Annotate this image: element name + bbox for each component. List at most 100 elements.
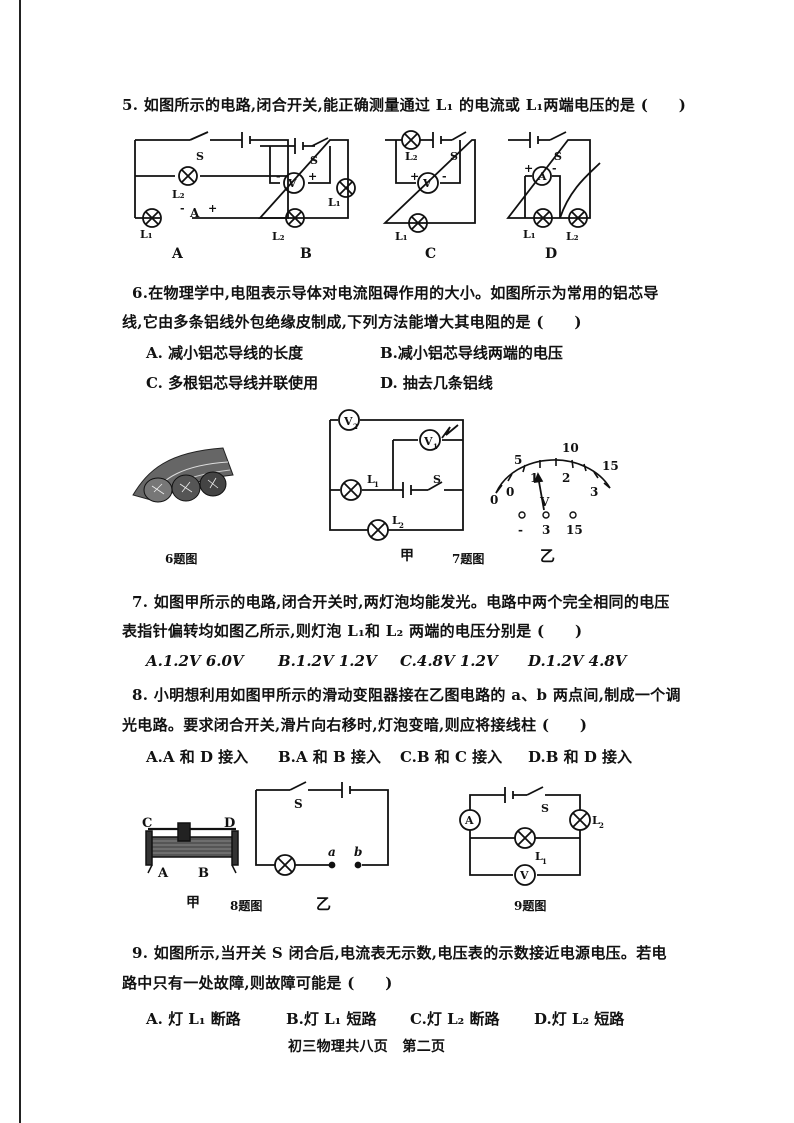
svg-text:V: V bbox=[422, 177, 432, 190]
svg-text:L₁: L₁ bbox=[523, 228, 536, 241]
point-a-label: a bbox=[328, 845, 336, 859]
q8-label-yi: 乙 bbox=[316, 895, 332, 913]
svg-text:-: - bbox=[552, 162, 557, 175]
q7-stem-line1: 7. 如图甲所示的电路,闭合开关时,两灯泡均能发光。电路中两个完全相同的电压 bbox=[132, 593, 670, 611]
q7-stem-line2: 表指针偏转均如图乙所示,则灯泡 L₁和 L₂ 两端的电压分别是 ( ) bbox=[122, 622, 583, 640]
q7-label-jia: 甲 bbox=[400, 548, 414, 564]
q8-stem-line2: 光电路。要求闭合开关,滑片向右移时,灯泡变暗,则应将接线柱 ( ) bbox=[122, 716, 588, 734]
q7-caption: 7题图 bbox=[452, 552, 485, 566]
terminal-c: C bbox=[142, 816, 152, 831]
svg-text:V: V bbox=[519, 869, 529, 882]
q9-option-d: D.灯 L₂ 短路 bbox=[534, 1010, 625, 1028]
terminal-15: 15 bbox=[566, 523, 583, 537]
q6-option-c: C. 多根铝芯导线并联使用 bbox=[146, 374, 319, 392]
svg-text:S: S bbox=[554, 150, 562, 163]
svg-text:1: 1 bbox=[542, 857, 547, 866]
aluminum-cable-image bbox=[132, 447, 234, 503]
svg-text:1: 1 bbox=[374, 480, 379, 489]
svg-text:L₁: L₁ bbox=[328, 196, 341, 209]
svg-text:+: + bbox=[410, 170, 419, 183]
q9-stem-line2: 路中只有一处故障,则故障可能是 ( ) bbox=[122, 974, 393, 992]
svg-text:L: L bbox=[535, 850, 543, 863]
q8-label-jia: 甲 bbox=[186, 895, 200, 911]
q5-label-c: C bbox=[425, 246, 436, 262]
svg-text:-: - bbox=[442, 170, 447, 183]
svg-text:L₂: L₂ bbox=[172, 188, 185, 201]
dial-upper-zero: 0 bbox=[490, 493, 498, 507]
svg-text:L: L bbox=[392, 514, 400, 527]
q8-option-d: D.B 和 D 接入 bbox=[528, 748, 633, 766]
svg-text:2: 2 bbox=[399, 521, 404, 530]
svg-text:A: A bbox=[189, 206, 200, 220]
svg-text:V: V bbox=[343, 415, 353, 428]
dial-lower-1: 1 bbox=[530, 471, 538, 485]
q8-stem-line1: 8. 小明想利用如图甲所示的滑动变阻器接在乙图电路的 a、b 两点间,制成一个调 bbox=[132, 686, 681, 704]
dial-upper-10: 10 bbox=[562, 441, 579, 455]
svg-text:-: - bbox=[180, 202, 185, 215]
q6-caption: 6题图 bbox=[165, 552, 198, 566]
q8-switch-label: S bbox=[294, 797, 303, 811]
svg-text:L: L bbox=[367, 473, 375, 486]
q5-label-a: A bbox=[171, 246, 184, 262]
q7-option-a: A.1.2V 6.0V bbox=[146, 652, 244, 670]
svg-text:2: 2 bbox=[599, 821, 604, 830]
q9-option-c: C.灯 L₂ 断路 bbox=[410, 1010, 500, 1028]
q8-circuit-yi: S a b bbox=[255, 781, 389, 876]
svg-text:L₂: L₂ bbox=[566, 230, 579, 243]
q6-stem-line2: 线,它由多条铝线外包绝缘皮制成,下列方法能增大其电阻的是 ( ) bbox=[122, 313, 582, 331]
svg-text:L₂: L₂ bbox=[405, 150, 418, 163]
svg-text:2: 2 bbox=[353, 422, 358, 431]
q6-option-d: D. 抽去几条铝线 bbox=[380, 374, 493, 392]
q8-option-a: A.A 和 D 接入 bbox=[146, 748, 249, 766]
q5-stem: 5. 如图所示的电路,闭合开关,能正确测量通过 L₁ 的电流或 L₁两端电压的是… bbox=[122, 96, 687, 114]
terminal-neg: - bbox=[518, 523, 523, 537]
svg-text:L₁: L₁ bbox=[140, 228, 153, 241]
terminal-b: B bbox=[198, 866, 209, 880]
q9-stem-line1: 9. 如图所示,当开关 S 闭合后,电流表无示数,电压表的示数接近电源电压。若电 bbox=[132, 944, 667, 962]
q8-option-c: C.B 和 C 接入 bbox=[400, 748, 503, 766]
dial-upper-0: 5 bbox=[514, 453, 522, 467]
q7-option-d: D.1.2V 4.8V bbox=[528, 652, 627, 670]
svg-text:A: A bbox=[464, 814, 474, 827]
q6-option-a: A. 减小铝芯导线的长度 bbox=[146, 344, 304, 362]
q9-option-b: B.灯 L₁ 短路 bbox=[286, 1010, 377, 1028]
q8-caption: 8题图 bbox=[230, 899, 263, 913]
svg-text:V: V bbox=[287, 177, 297, 190]
svg-text:+: + bbox=[524, 162, 533, 175]
svg-text:S: S bbox=[310, 154, 318, 167]
q6-stem-line1: 6.在物理学中,电阻表示导体对电流阻碍作用的大小。如图所示为常用的铝芯导 bbox=[132, 284, 659, 302]
rheostat-image: C D A B bbox=[142, 816, 239, 880]
svg-text:-: - bbox=[276, 170, 281, 183]
svg-text:S: S bbox=[450, 150, 458, 163]
q7-option-b: B.1.2V 1.2V bbox=[278, 652, 377, 670]
terminal-a: A bbox=[157, 866, 169, 880]
dial-upper-15: 15 bbox=[602, 459, 619, 473]
point-b-label: b bbox=[354, 845, 362, 859]
svg-text:S: S bbox=[541, 802, 549, 815]
svg-text:+: + bbox=[308, 170, 317, 183]
svg-text:L: L bbox=[592, 814, 600, 827]
svg-text:L₁: L₁ bbox=[395, 230, 408, 243]
page-left-edge bbox=[19, 0, 21, 1123]
svg-text:S: S bbox=[196, 150, 204, 163]
q6-option-b: B.减小铝芯导线两端的电压 bbox=[380, 344, 563, 362]
voltmeter-dial: 5 10 15 0 0 1 2 3 V - 3 15 bbox=[490, 441, 619, 537]
dial-lower-0: 0 bbox=[506, 485, 514, 499]
q9-option-a: A. 灯 L₁ 断路 bbox=[146, 1010, 241, 1028]
q8-option-b: B.A 和 B 接入 bbox=[278, 748, 381, 766]
dial-lower-3: 3 bbox=[590, 485, 598, 499]
svg-text:L₂: L₂ bbox=[272, 230, 285, 243]
svg-text:V: V bbox=[423, 435, 433, 448]
svg-text:A: A bbox=[537, 170, 547, 183]
dial-lower-2: 2 bbox=[562, 471, 570, 485]
q5-label-b: B bbox=[300, 246, 312, 262]
q5-label-d: D bbox=[545, 246, 557, 262]
terminal-3: 3 bbox=[542, 523, 550, 537]
q7-option-c: C.4.8V 1.2V bbox=[400, 652, 498, 670]
svg-text:+: + bbox=[208, 202, 217, 215]
q9-caption: 9题图 bbox=[514, 899, 547, 913]
terminal-d: D bbox=[224, 816, 235, 831]
